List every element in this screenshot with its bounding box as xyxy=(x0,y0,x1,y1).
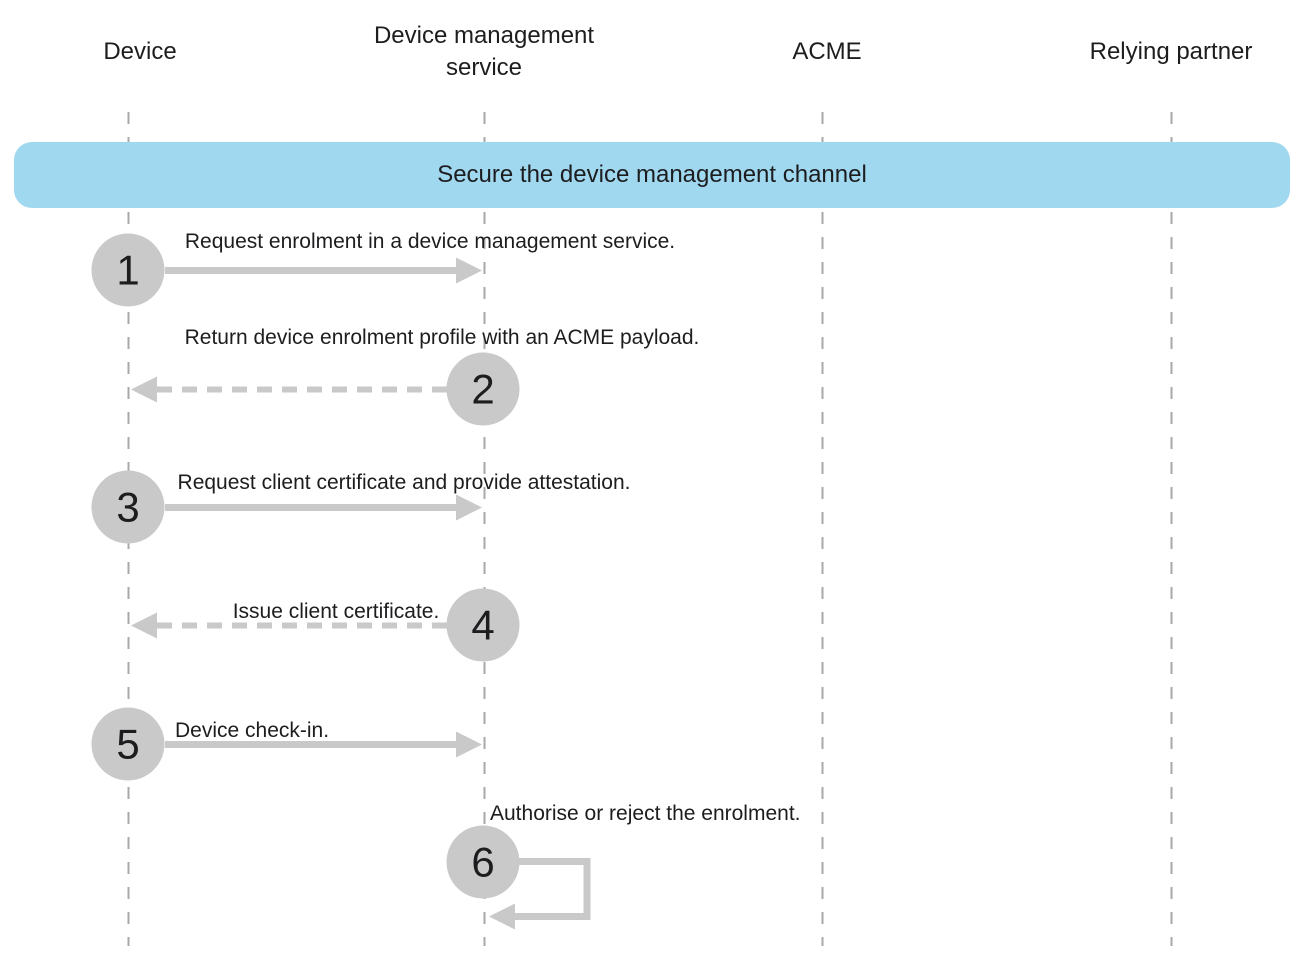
actor-label-device: Device xyxy=(103,38,177,65)
step-1-number: 1 xyxy=(116,246,140,293)
step-5-circle: 5 xyxy=(91,707,165,781)
step-3-number: 3 xyxy=(116,483,140,530)
banner-secure-channel: Secure the device management channel xyxy=(14,142,1290,208)
step-2-arrowhead xyxy=(131,376,157,403)
step-5-number: 5 xyxy=(116,720,140,767)
step-2-number: 2 xyxy=(471,365,495,412)
step-1-label: Request enrolment in a device management… xyxy=(184,230,676,253)
step-4-number: 4 xyxy=(471,601,495,648)
step-4-label: Issue client certificate. xyxy=(232,600,440,623)
step-6-self-loop xyxy=(512,858,591,920)
step-3-arrowhead xyxy=(456,494,482,521)
step-6-arrowhead xyxy=(489,903,515,930)
step-5-label: Device check-in. xyxy=(175,719,330,742)
step-2-circle: 2 xyxy=(446,352,520,426)
step-1-arrowhead xyxy=(456,257,482,284)
step-3-circle: 3 xyxy=(91,470,165,544)
step-6-number: 6 xyxy=(471,838,495,885)
actor-label-device-management-service: Device management service xyxy=(373,22,595,82)
actor-label-acme: ACME xyxy=(792,38,862,65)
step-2-label: Return device enrolment profile with an … xyxy=(184,326,700,349)
step-5-arrowhead xyxy=(456,731,482,758)
step-4-arrowhead xyxy=(131,612,157,639)
step-6-label: Authorise or reject the enrolment. xyxy=(490,802,801,825)
actor-label-relying-partner: Relying partner xyxy=(1089,38,1253,65)
step-6-circle: 6 xyxy=(446,825,520,899)
step-1-circle: 1 xyxy=(91,233,165,307)
step-4-circle: 4 xyxy=(446,588,520,662)
step-3-label: Request client certificate and provide a… xyxy=(177,471,631,494)
banner-label: Secure the device management channel xyxy=(437,161,867,188)
